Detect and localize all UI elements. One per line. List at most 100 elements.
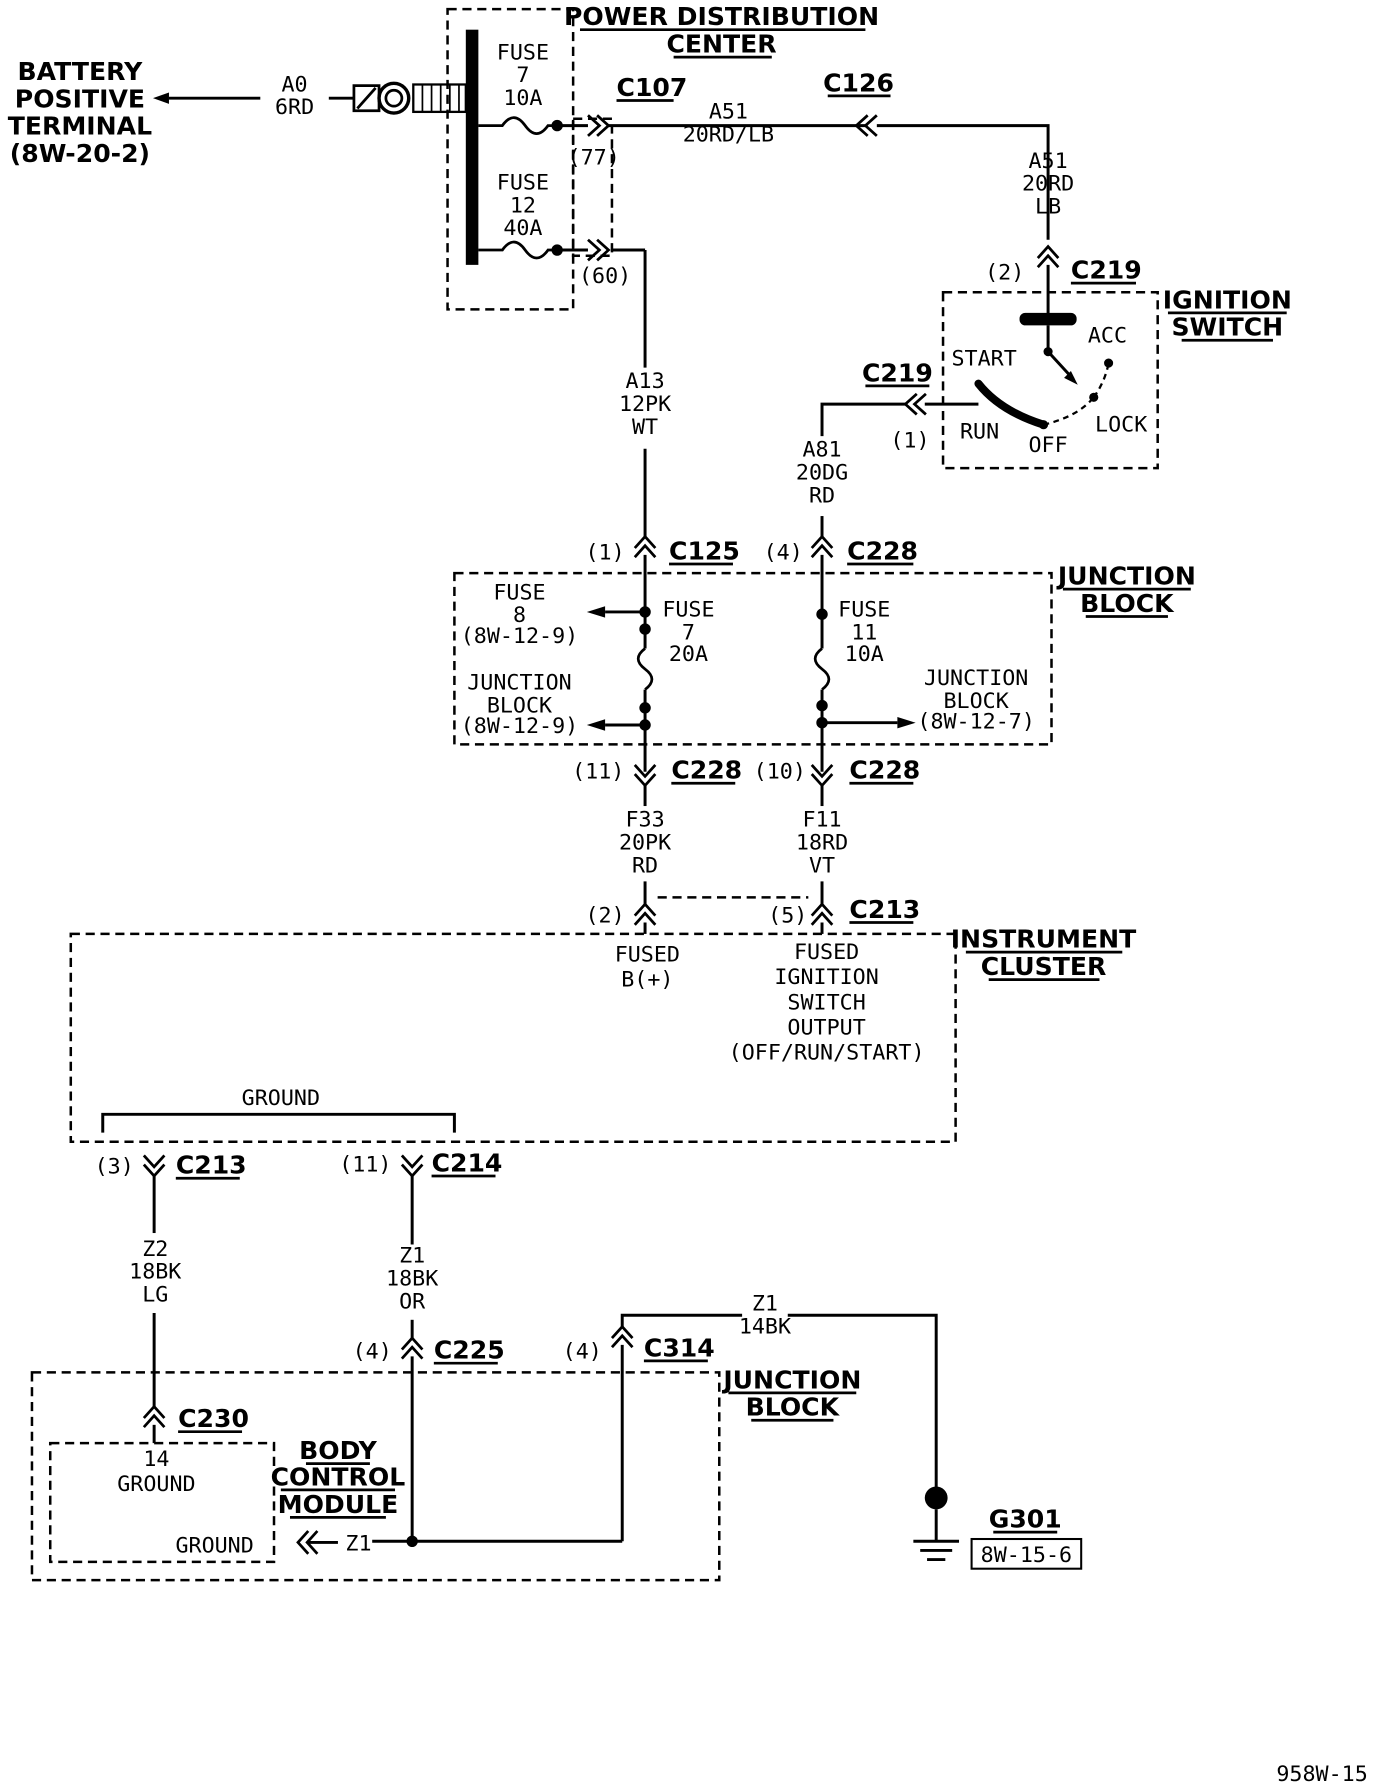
jb-ref-left-line1: JUNCTION bbox=[467, 671, 571, 696]
wire-z1b-gauge: 14BK bbox=[739, 1315, 791, 1340]
wire-a51-name: A51 bbox=[709, 100, 748, 125]
battery-label-line3: TERMINAL bbox=[8, 112, 152, 141]
c228-pin4-label: (4) bbox=[764, 540, 803, 565]
g301-ref-box bbox=[970, 1537, 1083, 1570]
connector-c107-label: C107 bbox=[617, 73, 688, 102]
jb-fuse11-label: FUSE bbox=[838, 598, 890, 623]
bcm-title3: MODULE bbox=[278, 1490, 399, 1519]
ignition-acc-contact bbox=[1104, 358, 1114, 368]
figure-id-label: 958W-15 bbox=[1276, 1762, 1367, 1787]
wire-z1c-name: Z1 bbox=[345, 1531, 371, 1556]
connector-c219-left-label: C219 bbox=[862, 358, 933, 387]
wire-a51-to-ignition bbox=[876, 124, 1050, 240]
pdc-fuse7-icon bbox=[478, 116, 558, 135]
pin-77-label: (77) bbox=[568, 145, 620, 170]
jb-fuse8-ref: (8W-12-9) bbox=[461, 624, 579, 649]
ignition-acc-label: ACC bbox=[1088, 324, 1127, 349]
wire-z2-name: Z2 bbox=[142, 1237, 168, 1262]
ignition-run-label: RUN bbox=[960, 419, 999, 444]
jb-ref-left-line3: (8W-12-9) bbox=[461, 714, 579, 739]
ignition-start-run-contact-arc bbox=[974, 379, 1048, 429]
pin-60-label: (60) bbox=[579, 264, 631, 289]
jb-fuse11-number: 11 bbox=[851, 620, 877, 645]
jb-ref-right-line2: BLOCK bbox=[944, 689, 1009, 714]
g301-ground-node bbox=[924, 1486, 948, 1510]
wire-z1a-gauge: 18BK bbox=[386, 1267, 438, 1292]
pdc-bus-bar bbox=[465, 29, 479, 265]
c228-pin10-label: (10) bbox=[754, 760, 806, 785]
pdc-fuse12-number: 12 bbox=[510, 193, 536, 218]
ignition-switch-contact-bar bbox=[1019, 312, 1077, 326]
c228-pin4-chevron-icon bbox=[810, 534, 834, 559]
c126-chevron-icon bbox=[854, 114, 878, 137]
cluster-ground-label: GROUND bbox=[242, 1086, 320, 1111]
battery-label-line1: BATTERY bbox=[18, 57, 144, 86]
pdc-fuse7-number: 7 bbox=[516, 63, 529, 88]
battery-positive-label: BATTERY POSITIVE TERMINAL (8W-20-2) bbox=[8, 57, 152, 168]
c213-pin2-label: (2) bbox=[586, 903, 625, 928]
c213-pin3-label: (3) bbox=[95, 1155, 134, 1180]
c125-chevron-icon bbox=[633, 534, 657, 559]
c225-pin4-label: (4) bbox=[353, 1340, 392, 1365]
jb-fuse11-bottom-node bbox=[816, 699, 828, 712]
connector-c228-top-label: C228 bbox=[847, 536, 918, 565]
wire-a81-name: A81 bbox=[802, 438, 841, 463]
ignition-switch-box bbox=[941, 291, 1159, 470]
c125-pin1-label: (1) bbox=[586, 540, 625, 565]
jb-fuse7-bottom-node bbox=[639, 702, 651, 714]
lower-jb-title1: JUNCTION bbox=[721, 1365, 861, 1394]
connector-c219-top-label: C219 bbox=[1071, 256, 1142, 285]
wire-f11-color: VT bbox=[809, 853, 835, 878]
junction-block-title1: JUNCTION bbox=[1056, 562, 1196, 591]
connector-c126-label: C126 bbox=[823, 68, 894, 97]
c219-pin1-chevron-icon bbox=[903, 392, 927, 416]
connector-c214-label: C214 bbox=[432, 1148, 503, 1177]
connector-c228-left-label: C228 bbox=[671, 756, 742, 785]
jb-fuse7-number: 7 bbox=[682, 620, 695, 645]
junction-block-title2: BLOCK bbox=[1080, 589, 1175, 618]
ignition-switch-title2: SWITCH bbox=[1171, 313, 1283, 342]
cluster-ground-bracket bbox=[101, 1112, 456, 1133]
pdc-title-line1: POWER DISTRIBUTION bbox=[564, 2, 879, 31]
c219-pin1-label: (1) bbox=[890, 429, 929, 454]
wire-a51v-color: LB bbox=[1035, 194, 1061, 219]
c214-pin11-chevron-icon bbox=[400, 1154, 424, 1178]
wire-z1b-name: Z1 bbox=[752, 1292, 778, 1317]
wire-z1a-name: Z1 bbox=[399, 1244, 425, 1269]
wire-a81-color: RD bbox=[809, 483, 835, 508]
jb-fuse11-rating: 10A bbox=[845, 642, 884, 667]
ignition-switch-arm-arrow-icon bbox=[1064, 371, 1078, 385]
pdc-fuse12-label: FUSE bbox=[497, 171, 549, 196]
jb-fuse8-number: 8 bbox=[513, 603, 526, 628]
wire-f33-color: RD bbox=[632, 853, 658, 878]
connector-c225-label: C225 bbox=[434, 1336, 505, 1365]
bcm-pin14-label: 14 bbox=[143, 1447, 169, 1472]
wire-a51v-gauge: 20RD bbox=[1022, 172, 1074, 197]
c225-pin4-chevron-icon bbox=[400, 1336, 424, 1360]
battery-label-line2: POSITIVE bbox=[15, 84, 145, 113]
cluster-fused-ign-line2: IGNITION bbox=[774, 965, 878, 990]
c219-pin2-label: (2) bbox=[985, 261, 1024, 286]
instrument-cluster-box bbox=[69, 932, 957, 1143]
c213-pin5-label: (5) bbox=[768, 903, 807, 928]
c214-pin11-label: (11) bbox=[339, 1152, 391, 1177]
ignition-switch-title1: IGNITION bbox=[1163, 285, 1292, 314]
jb-fuse7-rating: 20A bbox=[669, 642, 708, 667]
instrument-cluster-title2: CLUSTER bbox=[981, 952, 1107, 981]
jb-fuse7-top-node bbox=[639, 623, 651, 635]
cluster-fused-b-line2: B(+) bbox=[621, 967, 673, 992]
battery-arrow-icon bbox=[152, 92, 169, 104]
jb-ref-left-line2: BLOCK bbox=[487, 693, 552, 718]
g301-ref-label: 8W-15-6 bbox=[981, 1543, 1072, 1568]
ignition-lock-label: LOCK bbox=[1095, 413, 1147, 438]
jb-fuse7-label: FUSE bbox=[662, 598, 714, 623]
wire-a51-spec: 20RD/LB bbox=[683, 123, 774, 148]
jb-fuse7-icon bbox=[636, 647, 654, 691]
pdc-fuse12-icon bbox=[478, 240, 558, 260]
cluster-fused-ign-line5: (OFF/RUN/START) bbox=[729, 1040, 925, 1065]
bcm-title1: BODY bbox=[299, 1436, 377, 1465]
bcm-title2: CONTROL bbox=[271, 1462, 406, 1491]
wire-a81-gauge: 20DG bbox=[796, 461, 848, 486]
battery-terminal-stud-icon bbox=[352, 81, 467, 115]
